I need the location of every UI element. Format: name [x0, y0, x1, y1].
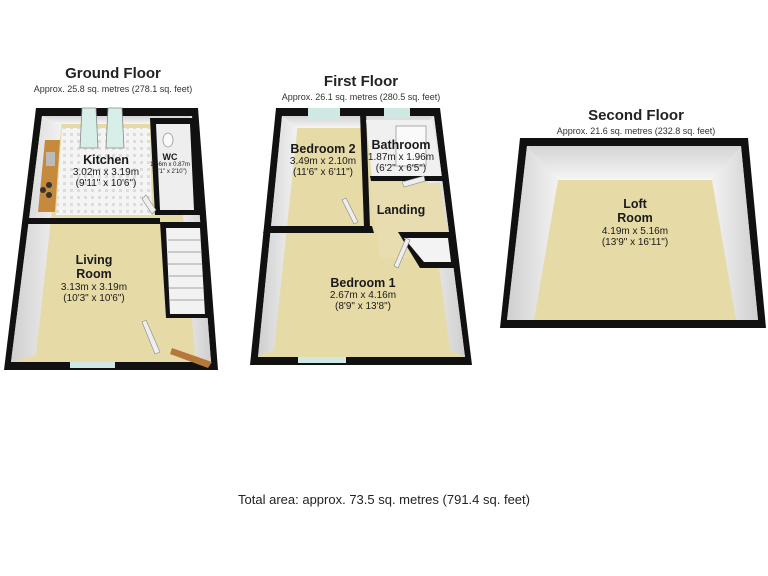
bedroom-2-window [308, 108, 340, 120]
room-name: Bedroom 1 [330, 276, 396, 290]
ground-floor-staircase [166, 228, 205, 314]
room-imperial: (6'2" x 6'5") [375, 163, 427, 175]
room-imperial: (5'1" x 2'10") [153, 168, 187, 175]
second-floor-plan [500, 138, 766, 328]
first-floor-stair-well-inner [404, 238, 451, 262]
room-label-kitchen: Kitchen 3.02m x 3.19m (9'11" x 10'6") [56, 153, 156, 189]
ground-floor-title: Ground Floor [65, 65, 161, 82]
internal-door [141, 194, 157, 215]
room-metric: 1.87m x 1.96m [367, 152, 435, 163]
room-name: WC [162, 152, 178, 162]
bathroom-landing-partition [370, 176, 445, 181]
second-floor-left-wall-face [507, 146, 558, 320]
room-label-loft-room: Loft Room 4.19m x 5.16m (13'9" x 16'11") [580, 197, 690, 248]
ground-floor-plan [4, 107, 218, 370]
bathtub [395, 125, 427, 167]
internal-door [393, 237, 411, 269]
kitchen-sink [46, 152, 55, 166]
room-imperial: (8'9" x 13'8") [335, 301, 391, 313]
room-metric: 3.02m x 3.19m [72, 167, 140, 178]
room-metric: 4.19m x 5.16m [601, 225, 669, 237]
second-floor-top-wall-face [527, 146, 741, 180]
bedroom-1-top-partition [263, 226, 374, 233]
toilet [162, 132, 174, 148]
first-floor-left-wall-face [258, 116, 298, 357]
kitchen-living-partition [26, 218, 160, 224]
room-imperial: (10'3" x 10'6") [63, 292, 125, 304]
internal-door [141, 319, 161, 355]
second-floor-right-wall-face [712, 146, 758, 320]
room-name-text: Loft Room [617, 197, 653, 225]
hob-burner [40, 187, 46, 193]
room-name: Bedroom 2 [290, 142, 356, 156]
internal-door [341, 197, 359, 225]
first-floor-area: Approx. 26.1 sq. metres (280.5 sq. feet) [281, 92, 441, 102]
second-floor-title: Second Floor [588, 107, 684, 124]
room-metric: 1.56m x 0.87m [150, 162, 190, 169]
room-label-wc: WC 1.56m x 0.87m (5'1" x 2'10") [148, 152, 192, 176]
room-name: Living Room [44, 253, 144, 282]
room-label-landing: Landing [364, 203, 438, 217]
room-metric: 2.67m x 4.16m [329, 290, 397, 301]
stair-treads [168, 239, 204, 301]
kitchen-tiled-floor [56, 128, 152, 215]
bathroom-window [384, 108, 410, 118]
total-area: Total area: approx. 73.5 sq. metres (791… [238, 492, 530, 507]
room-metric: 3.13m x 3.19m [60, 281, 128, 293]
second-floor-area: Approx. 21.6 sq. metres (232.8 sq. feet) [556, 126, 716, 136]
internal-door [401, 175, 426, 188]
room-name: Bathroom [371, 138, 431, 152]
room-imperial: (11'6" x 6'11") [292, 167, 354, 179]
kitchen-french-door [79, 107, 99, 149]
hob-burner [46, 192, 52, 198]
kitchen-french-door [105, 107, 125, 149]
bedroom-1-window [298, 357, 346, 363]
room-name: Landing [376, 203, 426, 217]
room-imperial: (13'9" x 16'11") [601, 236, 669, 248]
hob-burner [46, 182, 52, 188]
room-name: Loft Room [580, 197, 690, 226]
room-label-bathroom: Bathroom 1.87m x 1.96m (6'2" x 6'5") [364, 138, 438, 174]
living-room-window [70, 362, 115, 368]
front-door [170, 348, 212, 368]
ground-floor-area: Approx. 25.8 sq. metres (278.1 sq. feet) [33, 84, 193, 94]
room-name: Kitchen [83, 153, 129, 167]
first-floor-plan [250, 108, 472, 365]
room-label-bedroom-2: Bedroom 2 3.49m x 2.10m (11'6" x 6'11") [276, 142, 370, 178]
room-name-text: Living Room [75, 253, 113, 281]
bedroom-2-bathroom-partition [360, 112, 370, 228]
room-metric: 3.49m x 2.10m [289, 156, 357, 167]
room-label-bedroom-1: Bedroom 1 2.67m x 4.16m (8'9" x 13'8") [308, 276, 418, 312]
room-imperial: (9'11" x 10'6") [75, 178, 137, 190]
second-floor-interior [507, 146, 758, 320]
room-label-living-room: Living Room 3.13m x 3.19m (10'3" x 10'6"… [44, 253, 144, 304]
first-floor-title: First Floor [323, 73, 399, 90]
